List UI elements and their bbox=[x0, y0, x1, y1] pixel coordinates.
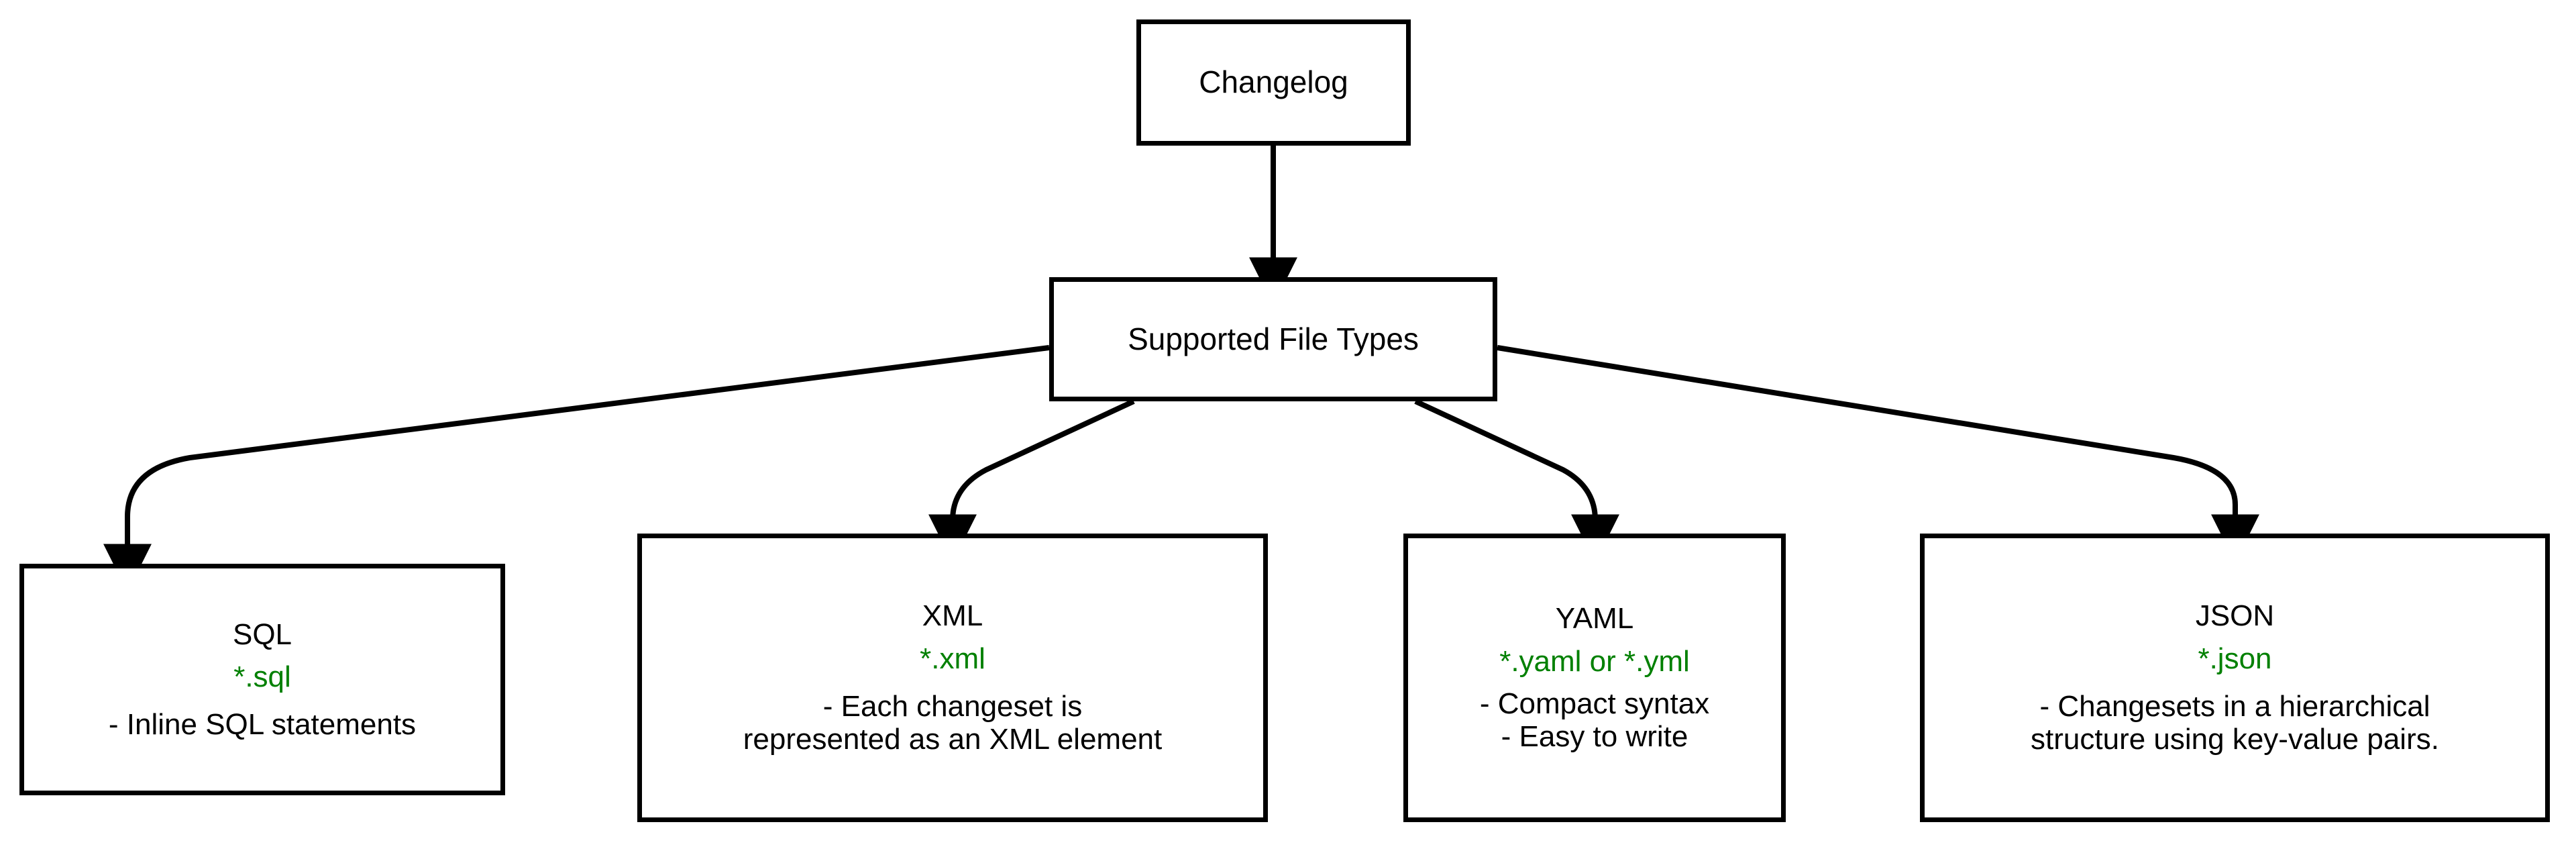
node-yaml-description-line-2: - Easy to write bbox=[1501, 720, 1688, 754]
node-yaml-title: YAML bbox=[1555, 602, 1634, 636]
node-json-extension: *.json bbox=[2198, 642, 2272, 675]
edge-supported-to-json bbox=[1497, 345, 2259, 563]
node-json-description-line-1: - Changesets in a hierarchical bbox=[2039, 690, 2430, 723]
node-sql-description-line-1: - Inline SQL statements bbox=[108, 708, 417, 742]
node-json-description-line-2: structure using key-value pairs. bbox=[2031, 723, 2439, 756]
node-yaml-description-line-1: - Compact syntax bbox=[1479, 687, 1710, 720]
node-xml-extension: *.xml bbox=[920, 642, 985, 675]
node-supported-file-types[interactable]: Supported File Types bbox=[1049, 277, 1497, 401]
node-xml-title: XML bbox=[922, 599, 983, 633]
node-changelog-title: Changelog bbox=[1199, 64, 1348, 100]
node-xml-description-line-2: represented as an XML element bbox=[743, 723, 1163, 756]
node-xml[interactable]: XML *.xml - Each changeset is represente… bbox=[637, 534, 1268, 822]
edge-supported-to-xml bbox=[928, 399, 1135, 563]
edge-supported-to-yaml bbox=[1414, 399, 1619, 563]
node-sql[interactable]: SQL *.sql - Inline SQL statements bbox=[19, 564, 505, 795]
node-json[interactable]: JSON *.json - Changesets in a hierarchic… bbox=[1920, 534, 2550, 822]
edge-supported-to-sql bbox=[103, 345, 1050, 593]
node-sql-title: SQL bbox=[232, 617, 292, 651]
node-xml-description-line-1: - Each changeset is bbox=[822, 690, 1083, 723]
node-yaml-extension: *.yaml or *.yml bbox=[1499, 644, 1690, 678]
node-changelog[interactable]: Changelog bbox=[1136, 19, 1411, 146]
node-json-title: JSON bbox=[2195, 599, 2275, 633]
node-sql-extension: *.sql bbox=[233, 660, 291, 693]
node-supported-file-types-title: Supported File Types bbox=[1128, 321, 1419, 356]
node-yaml[interactable]: YAML *.yaml or *.yml - Compact syntax - … bbox=[1403, 534, 1786, 822]
